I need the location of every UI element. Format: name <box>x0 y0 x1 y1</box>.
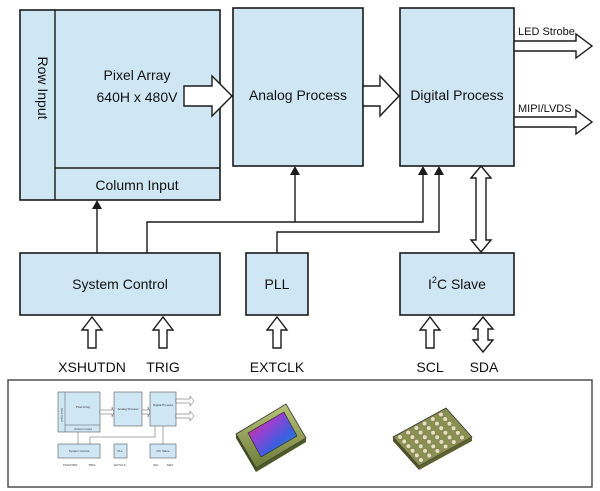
solder-ball <box>409 434 415 440</box>
scl-input-arrow <box>418 315 442 349</box>
solder-ball <box>430 416 436 422</box>
pll-label: PLL <box>265 276 290 292</box>
analog-process-block: Analog Process <box>232 7 364 167</box>
trig-input-arrow <box>151 315 175 349</box>
system-control-block: System Control <box>19 252 221 316</box>
thumb-extclk: EXTCLK <box>114 463 126 467</box>
thumb-digital-process: Digital Process <box>153 403 174 407</box>
thumb-sda: SDA <box>167 463 173 467</box>
thumb-pll: PLL <box>117 449 123 453</box>
row-input-label: Row Input <box>35 56 51 119</box>
xshutdn-input-arrow <box>80 315 104 349</box>
extclk-pin-label: EXTCLK <box>250 359 305 375</box>
solder-ball <box>446 421 452 427</box>
thumb-scl: SCL <box>153 463 159 467</box>
solder-ball <box>426 425 432 431</box>
image-sensor-chip-photo <box>235 403 307 472</box>
control-wires <box>92 166 444 253</box>
sda-bidirectional-arrow <box>471 315 495 354</box>
analog-to-digital-arrow <box>362 74 400 118</box>
solder-ball <box>434 448 440 454</box>
solder-ball <box>434 421 440 427</box>
pixel-array-label: Pixel Array <box>104 67 171 83</box>
block-diagram-thumbnail: Row Input Pixel Array Column Input Analo… <box>57 391 195 467</box>
mipi-lvds-label: MIPI/LVDS <box>518 103 572 115</box>
digital-process-label: Digital Process <box>410 87 503 103</box>
thumb-column-input: Column Input <box>74 427 92 431</box>
solder-ball <box>405 443 411 449</box>
solder-ball <box>443 444 449 450</box>
solder-ball <box>438 412 444 418</box>
thumb-pixel-array: Pixel Array <box>76 405 91 409</box>
solder-ball <box>401 439 407 445</box>
extclk-input-arrow <box>265 315 289 349</box>
scl-pin-label: SCL <box>416 359 443 375</box>
i2c-slave-label: I2C Slave <box>428 275 486 292</box>
thumb-xshutdn: XSHUTDN <box>63 463 78 467</box>
thumb-i2c-slave: I2C Slave <box>156 449 169 453</box>
solder-ball <box>426 439 432 445</box>
solder-ball <box>422 448 428 454</box>
xshutdn-pin-label: XSHUTDN <box>58 359 126 375</box>
mipi-lvds-output-arrow <box>513 108 594 136</box>
solder-ball <box>410 448 416 454</box>
solder-ball <box>459 435 465 441</box>
thumb-analog-process: Analog Process <box>117 407 139 411</box>
pll-block: PLL <box>245 252 309 316</box>
solder-ball <box>438 439 444 445</box>
solder-ball <box>447 434 453 440</box>
thumb-system-control: System Control <box>69 449 90 453</box>
i2c-slave-block: I2C Slave <box>399 252 515 316</box>
pixel-to-analog-arrow <box>183 74 233 118</box>
bga-package-photo <box>392 407 473 470</box>
solder-ball <box>422 434 428 440</box>
solder-ball <box>451 425 457 431</box>
solder-ball <box>397 434 403 440</box>
led-strobe-label: LED Strobe <box>518 26 575 38</box>
analog-process-label: Analog Process <box>249 87 347 103</box>
solder-ball <box>414 439 420 445</box>
digital-i2c-bidirectional-arrow <box>469 164 493 254</box>
solder-ball <box>418 430 424 436</box>
solder-ball <box>430 443 436 449</box>
thumb-row-input: Row Input <box>60 408 64 422</box>
solder-ball <box>422 421 428 427</box>
solder-ball <box>418 443 424 449</box>
column-input-label: Column Input <box>95 177 178 193</box>
solder-ball <box>442 416 448 422</box>
solder-ball <box>442 430 448 436</box>
solder-ball <box>455 430 461 436</box>
system-control-label: System Control <box>72 276 168 292</box>
solder-ball <box>413 425 419 431</box>
digital-process-block: Digital Process <box>399 7 515 167</box>
solder-ball <box>430 430 436 436</box>
solder-ball <box>438 425 444 431</box>
solder-ball <box>426 453 432 459</box>
trig-pin-label: TRIG <box>146 359 179 375</box>
sda-pin-label: SDA <box>470 359 499 375</box>
solder-ball <box>451 439 457 445</box>
solder-ball <box>418 457 424 463</box>
bga-solder-balls <box>397 412 465 463</box>
led-strobe-output-arrow <box>513 32 594 60</box>
solder-ball <box>405 430 411 436</box>
solder-ball <box>434 434 440 440</box>
pixel-array-resolution: 640H x 480V <box>97 89 179 105</box>
solder-ball <box>414 452 420 458</box>
thumb-trig: TRIG <box>88 463 96 467</box>
